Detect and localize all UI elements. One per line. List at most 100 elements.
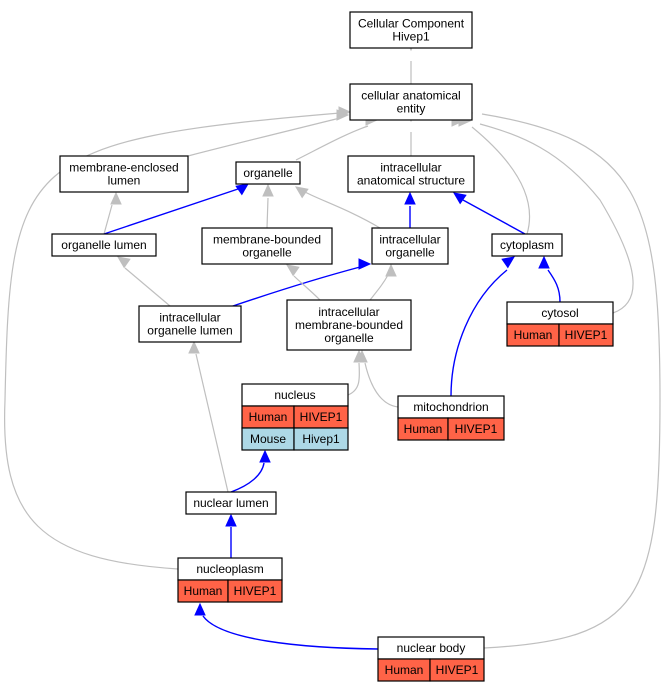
human-gene-cell xyxy=(447,417,505,441)
node-label: organelle xyxy=(385,246,435,260)
node-label: intracellular xyxy=(318,305,379,319)
edge-cytosol-to-cyto xyxy=(538,255,561,303)
species-label: Human xyxy=(514,328,553,342)
edge-line xyxy=(479,123,634,314)
arrowhead-icon xyxy=(286,264,300,277)
node-label: membrane-bounded xyxy=(213,233,321,247)
edge-orglumen-to-mel xyxy=(103,191,122,235)
node-box xyxy=(347,155,475,193)
edge-orglumen-to-org xyxy=(103,183,249,235)
node-label: cytoplasm xyxy=(500,238,554,252)
node-box xyxy=(201,227,333,265)
node-label: anatomical structure xyxy=(357,174,465,188)
node-label: organelle xyxy=(243,166,293,180)
edge-nb-to-np xyxy=(194,602,379,650)
edge-line xyxy=(295,125,369,161)
node-nl[interactable]: nuclear lumen xyxy=(185,491,277,515)
node-label: nucleoplasm xyxy=(196,562,263,576)
node-label: membrane-enclosed xyxy=(69,161,178,175)
arrowhead-icon xyxy=(404,191,416,205)
node-label: lumen xyxy=(108,174,141,188)
node-label: nuclear lumen xyxy=(193,496,268,510)
human-gene-cell xyxy=(429,658,485,682)
edge-line xyxy=(450,269,508,397)
arrowhead-icon xyxy=(538,255,550,269)
arrowhead-icon xyxy=(259,449,271,463)
arrowhead-icon xyxy=(110,191,122,205)
arrowhead-icon xyxy=(225,513,237,527)
edge-nb-to-cae xyxy=(460,107,661,649)
mouse-gene-cell xyxy=(293,427,349,451)
edge-mel-to-cae xyxy=(187,109,350,157)
edge-line xyxy=(347,362,360,396)
gene-symbol-label: HIVEP1 xyxy=(300,410,343,424)
arrowhead-icon xyxy=(338,106,352,118)
node-label: organelle xyxy=(242,246,292,260)
edge-io-to-org xyxy=(295,186,381,229)
node-cyto[interactable]: cytoplasm xyxy=(491,233,563,257)
node-box xyxy=(59,155,189,193)
node-box xyxy=(51,233,157,257)
edge-org-to-cae xyxy=(295,114,379,161)
edge-line xyxy=(369,274,389,301)
node-label: entity xyxy=(397,102,426,116)
node-label: nuclear body xyxy=(397,641,466,655)
edge-line xyxy=(230,462,265,493)
node-label: membrane-bounded xyxy=(295,318,403,332)
arrowhead-icon xyxy=(295,186,309,199)
gene-symbol-label: HIVEP1 xyxy=(436,663,479,677)
node-label: organelle xyxy=(324,331,374,345)
gene-symbol-label: HIVEP1 xyxy=(565,328,608,342)
species-label: Human xyxy=(184,584,223,598)
node-box xyxy=(286,299,412,351)
edge-line xyxy=(266,197,269,229)
arrowhead-icon xyxy=(188,340,200,354)
arrowhead-icon xyxy=(453,192,467,205)
edge-cyto-to-ias xyxy=(453,192,526,235)
edge-line xyxy=(124,267,171,307)
node-box xyxy=(235,161,301,185)
edge-line xyxy=(202,615,379,650)
node-org[interactable]: organelle xyxy=(235,161,301,185)
edge-imbo-to-mbo xyxy=(286,264,321,301)
edge-nl-to-nucleus xyxy=(230,449,271,493)
node-box xyxy=(138,305,242,343)
node-box xyxy=(185,491,277,515)
arrowhead-icon xyxy=(262,183,274,197)
arrowhead-icon xyxy=(356,349,368,363)
edge-line xyxy=(195,353,229,493)
arrowhead-icon xyxy=(501,256,515,269)
node-orglumen[interactable]: organelle lumen xyxy=(51,233,157,257)
edge-np-to-nl xyxy=(225,513,237,558)
node-box xyxy=(371,227,449,265)
node-label: cellular anatomical xyxy=(361,89,460,103)
node-label: mitochondrion xyxy=(413,400,488,414)
node-label: Cellular Component xyxy=(358,17,465,31)
gene-symbol-label: HIVEP1 xyxy=(455,422,498,436)
arrowhead-icon xyxy=(235,183,249,196)
edge-np-to-cae xyxy=(3,106,352,570)
edge-line xyxy=(103,204,113,235)
node-label: Hivep1 xyxy=(392,30,430,44)
edge-line xyxy=(547,269,561,303)
edge-line xyxy=(471,126,530,235)
gene-symbol-label: HIVEP1 xyxy=(234,584,277,598)
node-label: nucleus xyxy=(274,388,315,402)
edge-line xyxy=(3,112,341,570)
human-gene-cell xyxy=(227,579,283,603)
